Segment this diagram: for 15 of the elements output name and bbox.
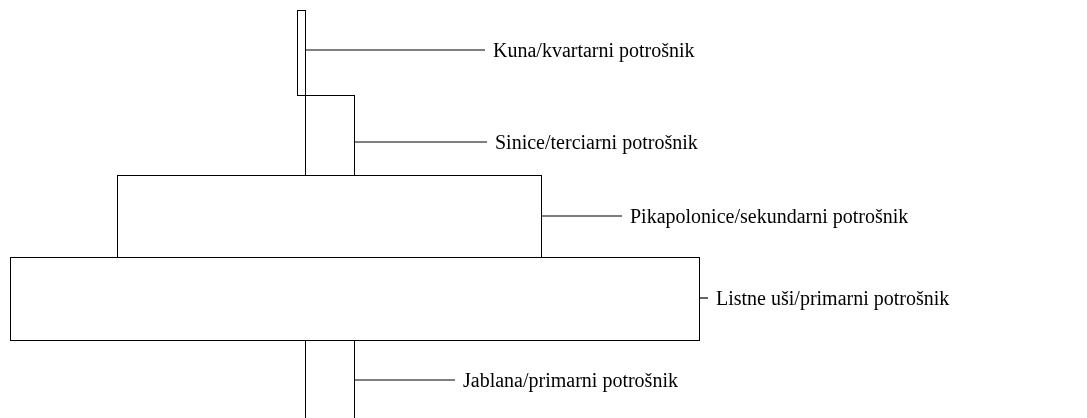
trophic-level-label: Sinice/terciarni potrošnik bbox=[495, 131, 698, 153]
leader-line bbox=[305, 49, 486, 51]
leader-line bbox=[699, 297, 709, 299]
pyramid-bar bbox=[305, 95, 355, 176]
pyramid-bar bbox=[297, 10, 306, 96]
pyramid-bar bbox=[305, 340, 355, 418]
trophic-level-label: Pikapolonice/sekundarni potrošnik bbox=[630, 205, 909, 227]
pyramid-bar bbox=[117, 175, 542, 258]
trophic-level-label: Jablana/primarni potrošnik bbox=[463, 369, 678, 391]
trophic-level-label: Listne uši/primarni potrošnik bbox=[716, 287, 950, 309]
leader-line bbox=[354, 141, 488, 143]
leader-line bbox=[541, 215, 623, 217]
pyramid-bar bbox=[10, 257, 700, 341]
leader-line bbox=[354, 379, 456, 381]
trophic-level-label: Kuna/kvartarni potrošnik bbox=[493, 39, 695, 61]
